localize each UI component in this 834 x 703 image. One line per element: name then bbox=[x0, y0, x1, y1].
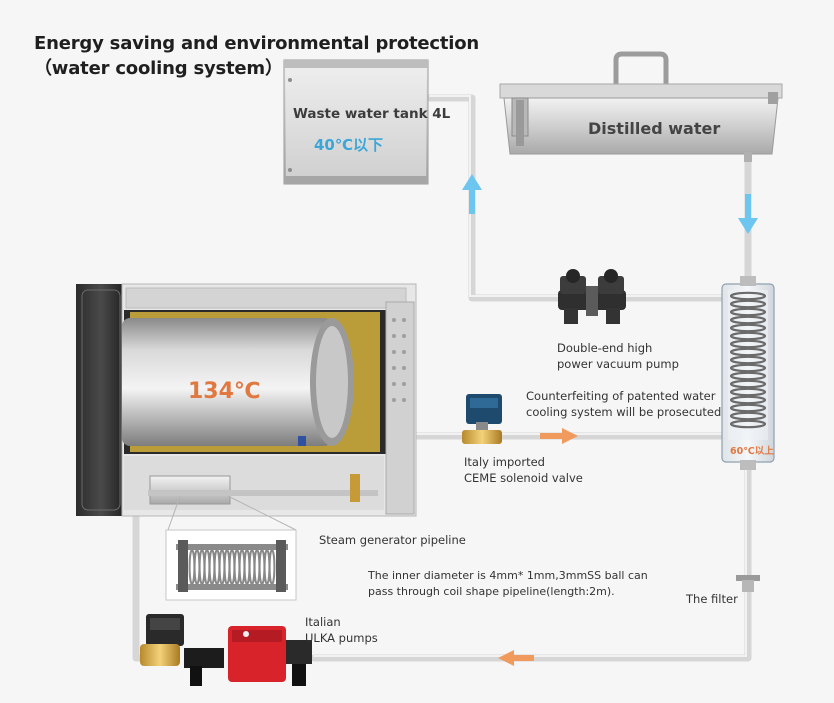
coil-turn bbox=[729, 403, 767, 413]
diagram-title: Energy saving and environmental protecti… bbox=[34, 31, 479, 81]
flow-arrow-down-cold bbox=[738, 194, 758, 234]
cooling-coil bbox=[729, 291, 767, 429]
inset-coil bbox=[188, 549, 276, 585]
ulka-pumps-label: Italian ULKA pumps bbox=[305, 615, 378, 645]
flow-arrow-up-cold bbox=[462, 174, 482, 214]
waste-tank-label: Waste water tank 4L bbox=[293, 106, 451, 122]
solenoid-valve bbox=[462, 394, 502, 444]
vacuum-pump-label: Double-end high power vacuum pump bbox=[557, 341, 679, 371]
distilled-water-tank bbox=[499, 51, 783, 162]
filter bbox=[736, 575, 760, 592]
waste-water-tank bbox=[283, 59, 429, 185]
filter-label: The filter bbox=[686, 592, 738, 606]
coil-turn bbox=[729, 299, 767, 309]
coil-turn bbox=[729, 291, 767, 301]
ulka-pump-assembly bbox=[140, 614, 312, 686]
patent-note-label: Counterfeiting of patented water cooling… bbox=[526, 389, 722, 419]
coil-turn bbox=[729, 339, 767, 349]
inset-coil-turn bbox=[268, 549, 276, 585]
waste-tank-temperature: 40℃以下 bbox=[314, 136, 384, 154]
cooler-temperature: 60℃以上 bbox=[730, 446, 774, 457]
tank-handle bbox=[613, 51, 669, 87]
coil-turn bbox=[729, 315, 767, 325]
pipeline-inset bbox=[165, 495, 297, 601]
coil-turn bbox=[729, 331, 767, 341]
coil-turn bbox=[729, 379, 767, 389]
coil-turn bbox=[729, 347, 767, 357]
vacuum-pump bbox=[558, 269, 626, 324]
pipe-filter-return bbox=[310, 586, 752, 662]
coil-turn bbox=[729, 411, 767, 421]
inner-diameter-label: The inner diameter is 4mm* 1mm,3mmSS bal… bbox=[368, 569, 648, 598]
solenoid-valve-label: Italy imported CEME solenoid valve bbox=[464, 455, 583, 485]
coil-turn bbox=[729, 395, 767, 405]
title-line-2: （water cooling system） bbox=[34, 58, 283, 79]
coil-turn bbox=[729, 363, 767, 373]
flow-arrow-right-hot bbox=[540, 428, 578, 444]
coil-cooler bbox=[721, 276, 775, 470]
coil-turn bbox=[729, 371, 767, 381]
distilled-tank-label: Distilled water bbox=[588, 119, 721, 138]
coil-turn bbox=[729, 355, 767, 365]
coil-turn bbox=[729, 387, 767, 397]
coil-turn bbox=[729, 323, 767, 333]
generator-temperature: 134℃ bbox=[188, 379, 261, 404]
coil-turn bbox=[729, 307, 767, 317]
coil-turn bbox=[729, 419, 767, 429]
flow-arrow-left-hot bbox=[498, 650, 534, 666]
title-line-1: Energy saving and environmental protecti… bbox=[34, 33, 480, 54]
steam-pipeline-label: Steam generator pipeline bbox=[319, 533, 466, 547]
steam-generator-unit bbox=[76, 283, 417, 517]
